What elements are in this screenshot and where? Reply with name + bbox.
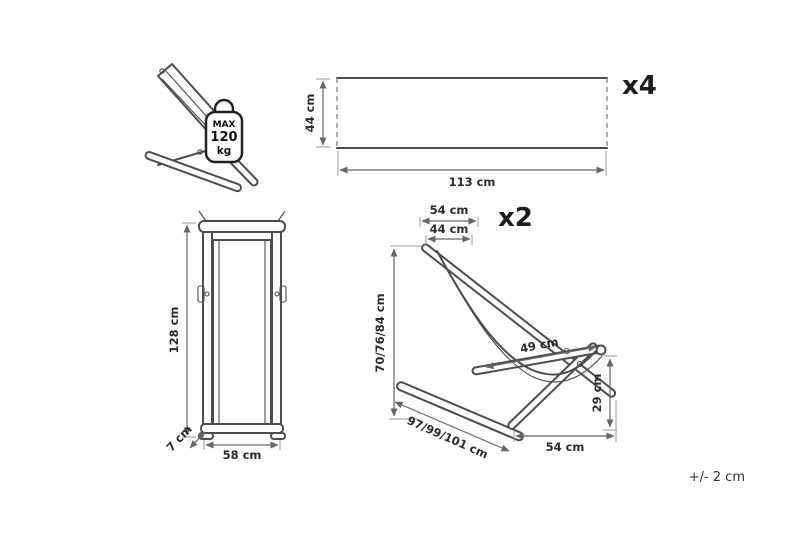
fabric-width-label: 113 cm (449, 175, 496, 189)
side-top-width-dimension: 54 cm (419, 203, 479, 227)
front-depth-dimension: 7 cm (163, 422, 206, 454)
side-height-label: 70/76/84 cm (373, 293, 387, 372)
side-inner-width-label: 44 cm (430, 222, 469, 236)
front-view-left-bolt (204, 291, 210, 297)
chair-back-rail (421, 243, 617, 398)
side-seat-length-arrow (485, 344, 597, 370)
side-seat-height-label: 29 cm (590, 374, 604, 413)
front-view-left-hinge (197, 285, 205, 303)
front-width-dimension: 58 cm (203, 440, 281, 462)
fabric-height-dimension: 44 cm (303, 78, 330, 148)
side-seat-height-dimension: 29 cm (590, 355, 617, 431)
side-frame-length-arrow (394, 401, 510, 452)
fabric-width-dimension: 113 cm (337, 151, 607, 189)
side-base-width-ticks (513, 400, 617, 442)
side-count-label: x2 (498, 203, 533, 233)
front-view-right-bolt (274, 291, 280, 297)
badge-weight-value: 120 (210, 130, 237, 145)
badge-max-label: MAX (213, 120, 236, 130)
fabric-width-ticks (337, 151, 607, 176)
front-view-right-rail (271, 231, 282, 425)
badge-body (204, 110, 244, 164)
fabric-height-ticks (316, 78, 330, 148)
front-view-drawing (197, 210, 287, 440)
fabric-panel-drawing (336, 77, 608, 149)
assembled-chair-drawing (396, 243, 617, 442)
fabric-height-label: 44 cm (303, 94, 317, 133)
folded-chair-top-pivot (159, 68, 165, 74)
max-weight-badge: MAX 120 kg (204, 98, 244, 164)
side-inner-width-ticks (425, 235, 473, 245)
front-depth-label: 7 cm (163, 422, 194, 454)
front-view-left-rail (202, 231, 213, 425)
front-height-label: 128 cm (167, 307, 181, 354)
folded-chair-pivot (197, 149, 203, 155)
side-top-width-ticks (419, 217, 479, 227)
side-seat-height-ticks (603, 355, 617, 431)
front-view-top-bar (198, 220, 286, 233)
front-view-rear-frame-lines (198, 210, 286, 222)
fabric-count-label: x4 (622, 71, 657, 101)
front-view-right-foot (270, 432, 286, 440)
side-base-width-dimension: 54 cm (513, 400, 617, 454)
chair-sling-inner (440, 258, 603, 383)
badge-handle (213, 98, 235, 114)
front-view-bottom-bar (200, 423, 284, 434)
badge-unit-label: kg (217, 145, 232, 157)
front-depth-arrow (189, 431, 206, 449)
front-view-fabric-hems (218, 241, 266, 423)
folded-chair-runner (144, 150, 242, 193)
front-view-right-hinge (279, 285, 287, 303)
chair-front-bar (595, 344, 607, 356)
side-inner-width-dimension: 44 cm (425, 222, 473, 245)
front-height-dimension: 128 cm (167, 222, 196, 438)
front-height-ticks (182, 222, 196, 438)
front-width-label: 58 cm (223, 448, 262, 462)
side-top-width-label: 54 cm (430, 203, 469, 217)
tolerance-note: +/- 2 cm (689, 470, 745, 485)
chair-sling-end (436, 250, 442, 260)
front-view-fabric (212, 239, 272, 425)
side-base-width-label: 54 cm (546, 440, 585, 454)
